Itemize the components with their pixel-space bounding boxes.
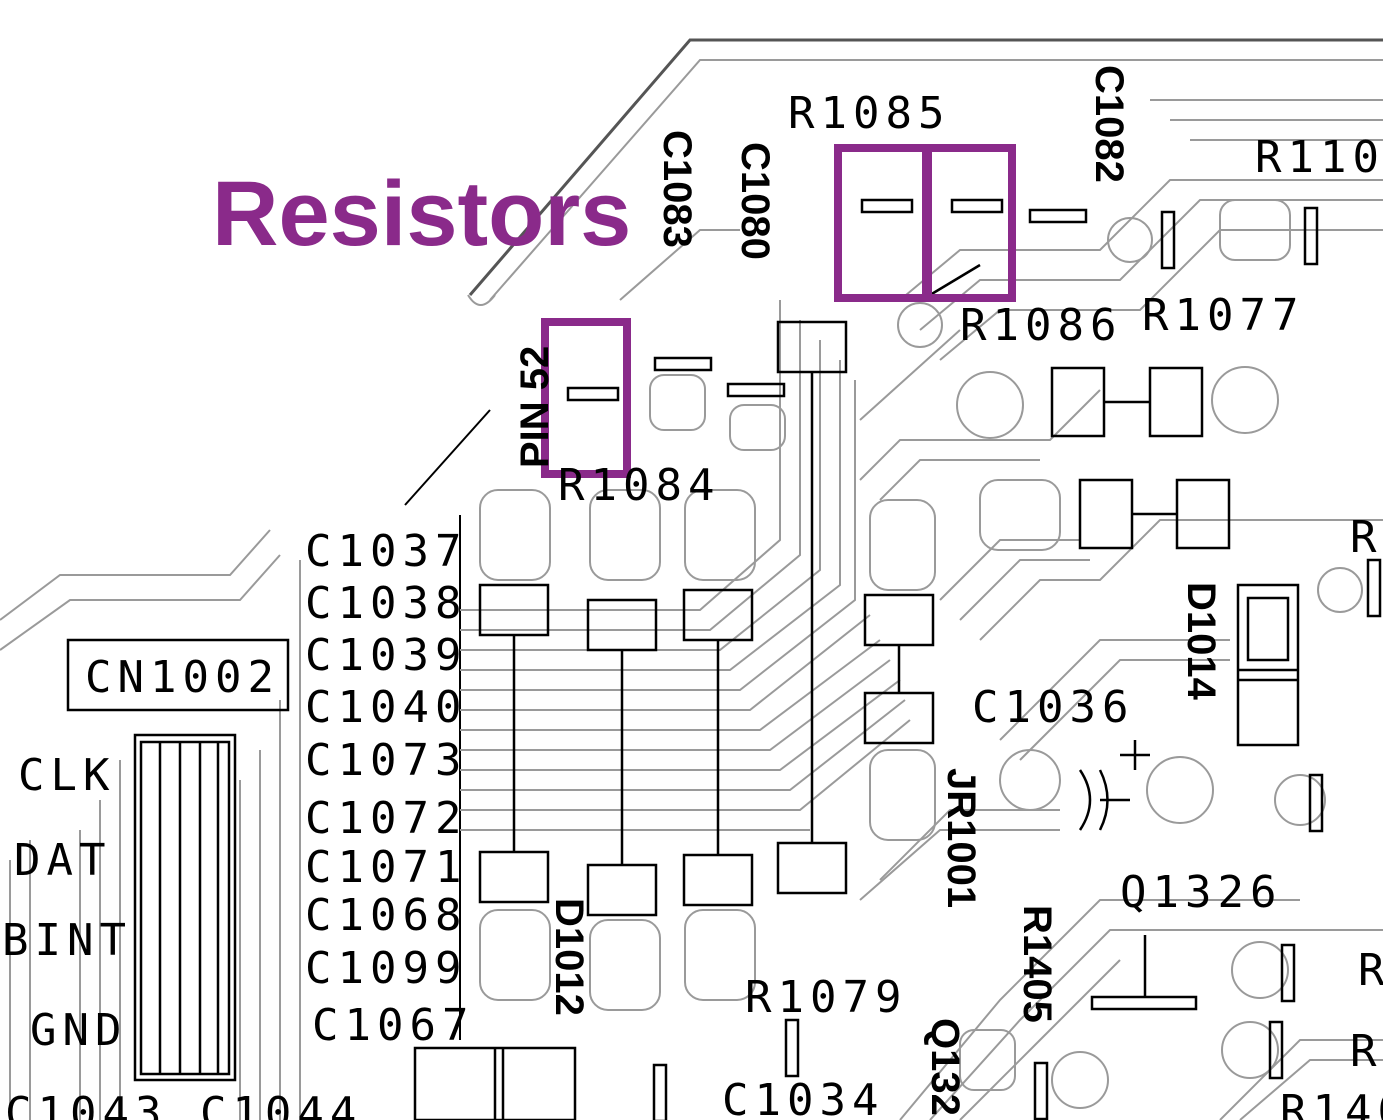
label-bint: BINT: [2, 915, 132, 966]
label-c1099: C1099: [305, 943, 467, 994]
label-c1038: C1038: [305, 578, 467, 629]
label-r-right-2: R: [1358, 945, 1383, 996]
resistor-highlights: [541, 144, 1016, 478]
label-c1037: C1037: [305, 526, 467, 577]
trace-bundle-left: [9, 300, 911, 1120]
label-c1073: C1073: [305, 735, 467, 786]
label-clk: CLK: [18, 750, 115, 801]
label-c1072: C1072: [305, 793, 467, 844]
annotation-resistors: Resistors: [212, 163, 631, 265]
label-cn1002: CN1002: [85, 652, 280, 703]
highlight-r1084: [541, 318, 631, 478]
label-r1085: R1085: [788, 88, 950, 139]
label-q132: Q132: [923, 1018, 967, 1116]
label-c1067: C1067: [312, 1000, 474, 1051]
label-c1068: C1068: [305, 890, 467, 941]
label-c1036: C1036: [972, 682, 1134, 733]
label-pin52: PIN 52: [513, 346, 557, 468]
label-d1014: D1014: [1179, 582, 1223, 701]
label-c1043-c1044: C1043 C1044: [5, 1088, 362, 1120]
label-r1079: R1079: [745, 972, 907, 1023]
board-outline: [0, 38, 1383, 1040]
label-r-right-3: R: [1350, 1026, 1383, 1077]
label-c1034: C1034: [722, 1075, 884, 1120]
label-c1040: C1040: [305, 682, 467, 733]
label-c1071: C1071: [305, 842, 467, 893]
label-dat: DAT: [14, 835, 111, 886]
label-r1405: R1405: [1015, 905, 1059, 1023]
label-r1084: R1084: [558, 460, 720, 511]
label-gnd: GND: [30, 1005, 127, 1056]
label-jr1001: JR1001: [939, 768, 983, 908]
label-d1012: D1012: [547, 898, 591, 1016]
highlight-r1085-left: [834, 144, 930, 302]
label-r110: R110: [1255, 132, 1383, 183]
label-c1082: C1082: [1087, 65, 1131, 183]
component-outlines: [66, 198, 1382, 1120]
label-r140: R140: [1280, 1086, 1383, 1120]
rotated-labels: C1082 C1083 C1080 PIN 52 D1012 D1014 JR1…: [513, 65, 1223, 1116]
label-c1039: C1039: [305, 630, 467, 681]
component-labels: R1085 R1086 R1077 R1084 R1079 R110 R R R…: [2, 88, 1383, 1120]
label-r1086: R1086: [960, 300, 1122, 351]
label-c1080: C1080: [733, 142, 777, 260]
label-c1083: C1083: [655, 130, 699, 248]
cn1002-outline: [66, 638, 290, 712]
highlight-r1085-right: [924, 144, 1016, 302]
label-q1326: Q1326: [1120, 867, 1282, 918]
pads: [479, 199, 1363, 1109]
label-r-right-1: R: [1350, 512, 1383, 563]
label-r1077: R1077: [1142, 290, 1304, 341]
